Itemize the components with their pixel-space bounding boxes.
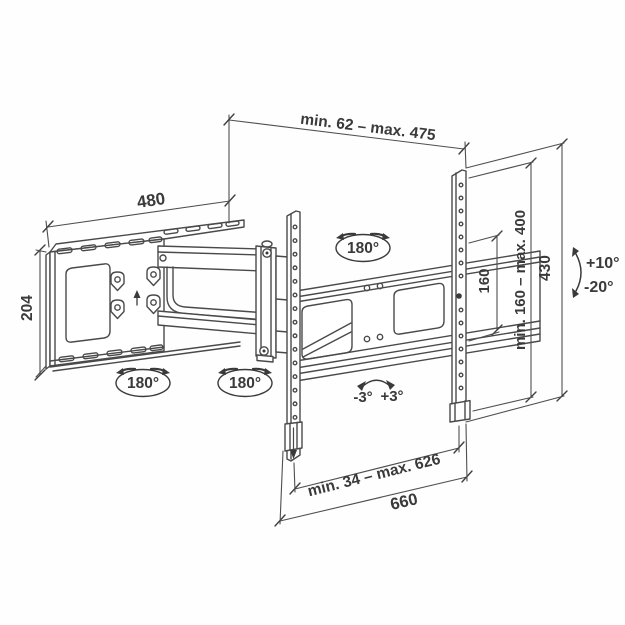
right-rail-foot	[449, 399, 471, 423]
label-660: 660	[389, 490, 420, 514]
label-180-right: 180°	[229, 375, 261, 392]
label-160: 160	[476, 268, 493, 293]
level-arc-icon	[357, 379, 395, 391]
label-extension-range: min. 62 – max. 475	[299, 111, 437, 145]
vesa-hole	[376, 333, 384, 341]
angle-annotations	[115, 232, 582, 398]
tilt-arc-icon	[572, 247, 582, 298]
dimension-lines	[34, 113, 568, 527]
label-level-minus: -3°	[353, 389, 372, 406]
label-204: 204	[19, 295, 36, 321]
right-rail	[449, 169, 471, 423]
wall-plate	[45, 219, 245, 372]
label-level-plus: +3°	[380, 388, 403, 405]
crossbar	[295, 250, 541, 382]
dim-vesa-horizontal-range	[289, 425, 465, 495]
wall-plate-window	[65, 263, 111, 343]
up-arrow-icon	[133, 290, 141, 306]
articulating-arm	[157, 240, 289, 363]
swivel-right-icon	[217, 367, 273, 398]
label-vesa-horizontal-range: min. 34 – max. 626	[306, 451, 443, 501]
label-tilt-up: +10°	[586, 255, 620, 272]
elbow-foot	[256, 354, 274, 363]
wall-plate-face	[49, 238, 165, 367]
label-430: 430	[537, 255, 554, 281]
crossbar-right-cutout	[393, 282, 445, 335]
vesa-hole	[363, 335, 371, 343]
down-arrow-icon	[290, 427, 297, 459]
dim-480	[42, 114, 236, 248]
vesa-hole	[363, 284, 371, 292]
dim-430	[465, 138, 568, 423]
mounting-slots-top	[56, 236, 163, 255]
label-vesa-vertical-range: min. 160 – max. 400	[512, 210, 529, 350]
crossbar-left-cutout	[301, 298, 353, 360]
dim-vesa-vertical-range	[468, 157, 537, 412]
mounting-slots-bottom	[58, 344, 164, 363]
rail-bolt	[456, 293, 462, 299]
vesa-hole	[376, 282, 384, 290]
label-tilt-down: -20°	[584, 279, 614, 296]
right-rail-holes	[458, 182, 464, 391]
dim-660	[274, 423, 473, 527]
arm-pivot-bolt	[159, 254, 167, 262]
label-180-top: 180°	[347, 240, 379, 257]
arm-rail-connector	[275, 255, 289, 354]
swivel-left-icon	[115, 367, 171, 398]
label-180-left: 180°	[127, 375, 159, 392]
left-rail	[284, 210, 303, 462]
left-rail-holes	[292, 224, 298, 420]
arm-lower-link	[157, 310, 261, 335]
label-480: 480	[136, 189, 167, 212]
mounting-slots-flange	[163, 220, 240, 235]
keyhole-cutouts	[110, 266, 161, 320]
swivel-top-icon	[335, 232, 391, 263]
dim-204	[34, 244, 47, 381]
dim-160	[468, 230, 503, 342]
arm-elbow	[255, 245, 277, 359]
dim-extension-range	[223, 113, 470, 169]
